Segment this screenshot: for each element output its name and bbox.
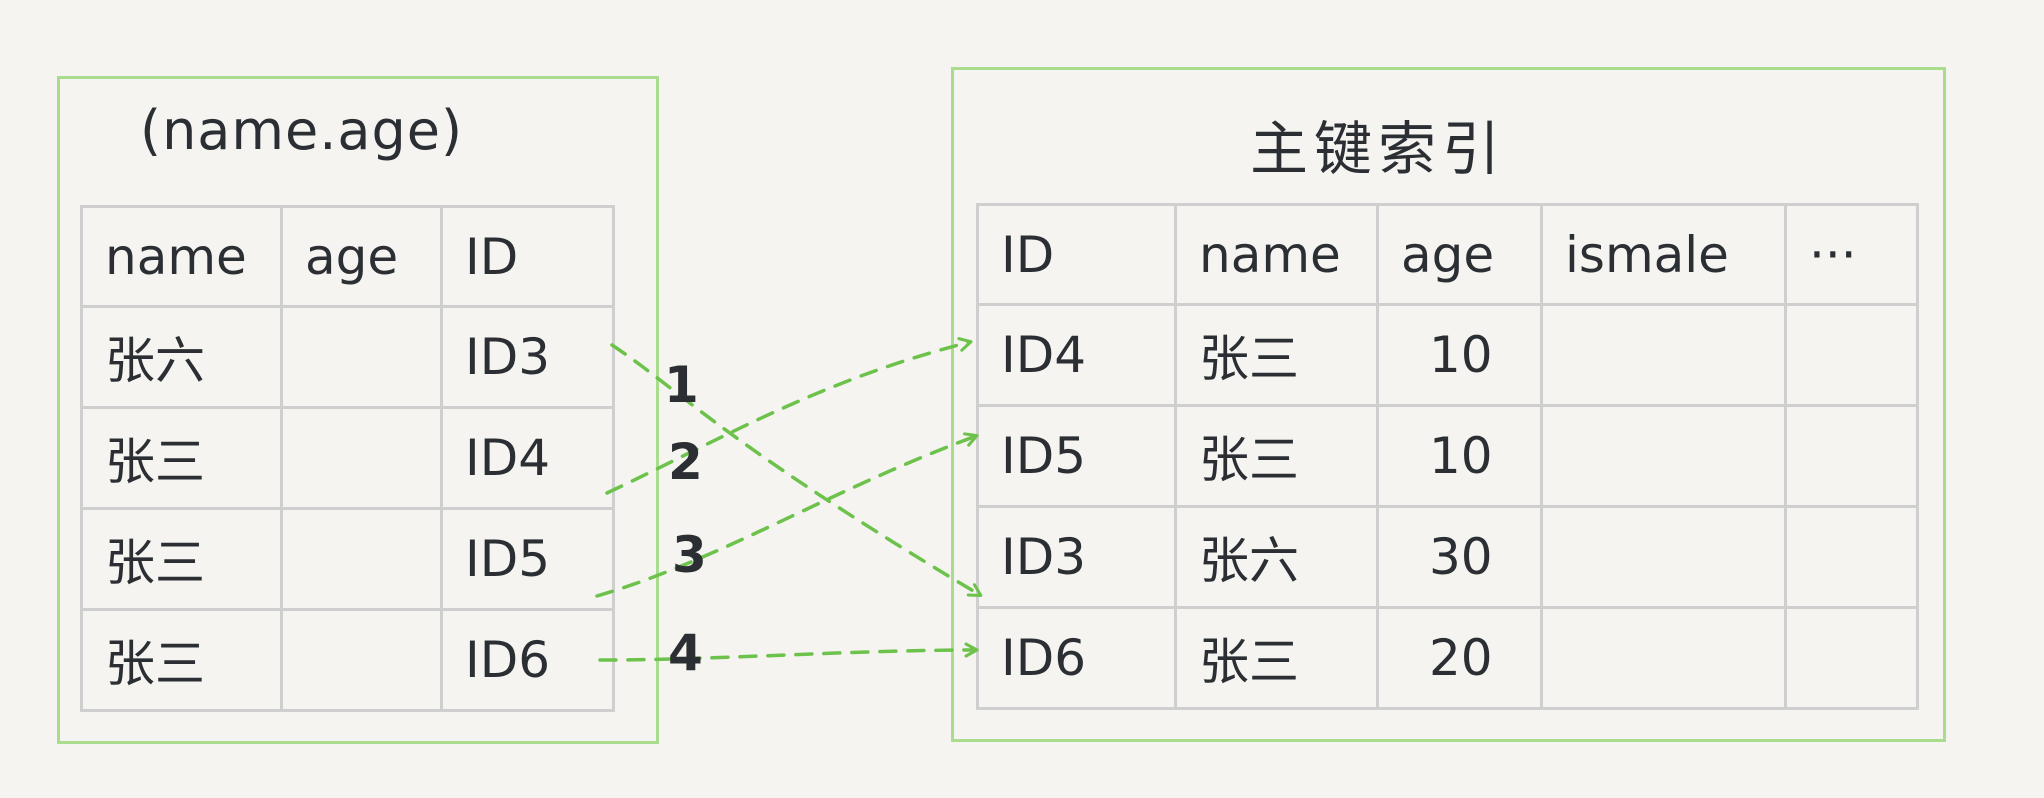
cell-id: ID3	[440, 305, 615, 409]
header-cell-id: ID	[976, 203, 1177, 306]
cell-id: ID5	[976, 404, 1177, 508]
table-row: 张六 ID3	[80, 305, 615, 409]
table-row: ID4 张三 10	[976, 303, 1919, 407]
table-row: 张三 ID4	[80, 406, 615, 510]
table-row: ID6 张三 20	[976, 606, 1919, 710]
cell-id: ID6	[976, 606, 1177, 710]
table-header-row: ID name age ismale ···	[976, 203, 1919, 306]
cell-id: ID4	[976, 303, 1177, 407]
cell-age	[280, 608, 443, 712]
arrow-label-3: 3	[672, 526, 707, 584]
table-row: ID3 张六 30	[976, 505, 1919, 609]
cell-ismale	[1540, 505, 1787, 609]
cell-age	[280, 406, 443, 510]
secondary-index-table: name age ID 张六 ID3 张三 ID4 张三 ID5 张三 ID6	[80, 205, 615, 712]
cell-age: 10	[1376, 303, 1543, 407]
cell-age: 10	[1376, 404, 1543, 508]
primary-index-title: 主键索引	[1250, 115, 1507, 183]
header-cell-id: ID	[440, 205, 615, 308]
cell-name: 张三	[80, 507, 283, 611]
secondary-index-title: (name.age)	[140, 99, 464, 162]
header-cell-more: ···	[1784, 203, 1919, 306]
cell-id: ID4	[440, 406, 615, 510]
cell-more	[1784, 505, 1919, 609]
arrow-label-4: 4	[668, 624, 703, 682]
cell-ismale	[1540, 606, 1787, 710]
cell-name: 张三	[1174, 303, 1379, 407]
table-row: 张三 ID5	[80, 507, 615, 611]
cell-age	[280, 507, 443, 611]
cell-id: ID6	[440, 608, 615, 712]
cell-name: 张三	[1174, 606, 1379, 710]
cell-name: 张六	[80, 305, 283, 409]
header-cell-name: name	[1174, 203, 1379, 306]
cell-age	[280, 305, 443, 409]
header-cell-age: age	[1376, 203, 1543, 306]
header-cell-ismale: ismale	[1540, 203, 1787, 306]
primary-index-table: ID name age ismale ··· ID4 张三 10 ID5 张三 …	[976, 203, 1919, 710]
header-cell-age: age	[280, 205, 443, 308]
cell-age: 30	[1376, 505, 1543, 609]
arrow-label-2: 2	[668, 433, 703, 491]
arrow-label-1: 1	[664, 356, 699, 414]
cell-ismale	[1540, 303, 1787, 407]
arrow-line-2	[605, 337, 973, 495]
cell-id: ID3	[976, 505, 1177, 609]
cell-name: 张三	[80, 608, 283, 712]
cell-more	[1784, 606, 1919, 710]
cell-ismale	[1540, 404, 1787, 508]
cell-more	[1784, 404, 1919, 508]
header-cell-name: name	[80, 205, 283, 308]
cell-name: 张三	[1174, 404, 1379, 508]
cell-id: ID5	[440, 507, 615, 611]
table-header-row: name age ID	[80, 205, 615, 308]
cell-age: 20	[1376, 606, 1543, 710]
cell-name: 张六	[1174, 505, 1379, 609]
table-row: 张三 ID6	[80, 608, 615, 712]
cell-name: 张三	[80, 406, 283, 510]
table-row: ID5 张三 10	[976, 404, 1919, 508]
cell-more	[1784, 303, 1919, 407]
